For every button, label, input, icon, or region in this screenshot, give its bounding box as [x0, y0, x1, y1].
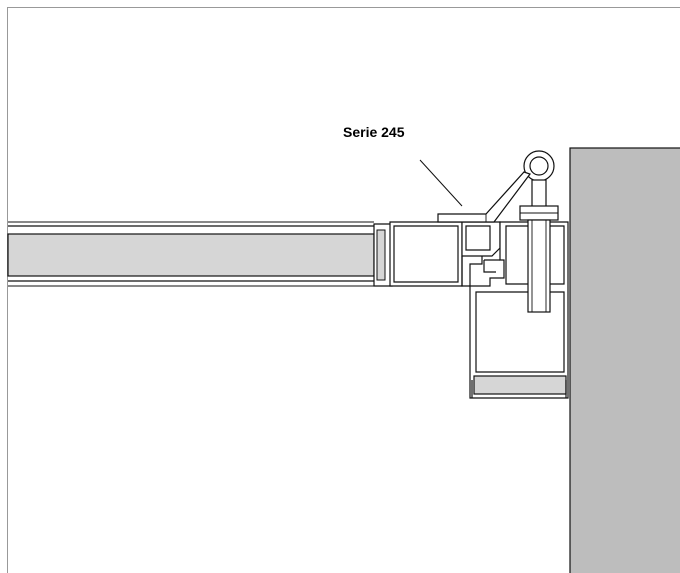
frame-border [7, 7, 680, 573]
glass-panel [7, 221, 375, 287]
glazing-bead [373, 223, 393, 287]
eye-bolt [519, 150, 559, 313]
sash-profile [389, 221, 501, 287]
clamp-arm [437, 171, 531, 223]
wall [569, 147, 680, 573]
callout-label: Serie 245 [343, 124, 405, 140]
callout-leader [419, 159, 463, 207]
